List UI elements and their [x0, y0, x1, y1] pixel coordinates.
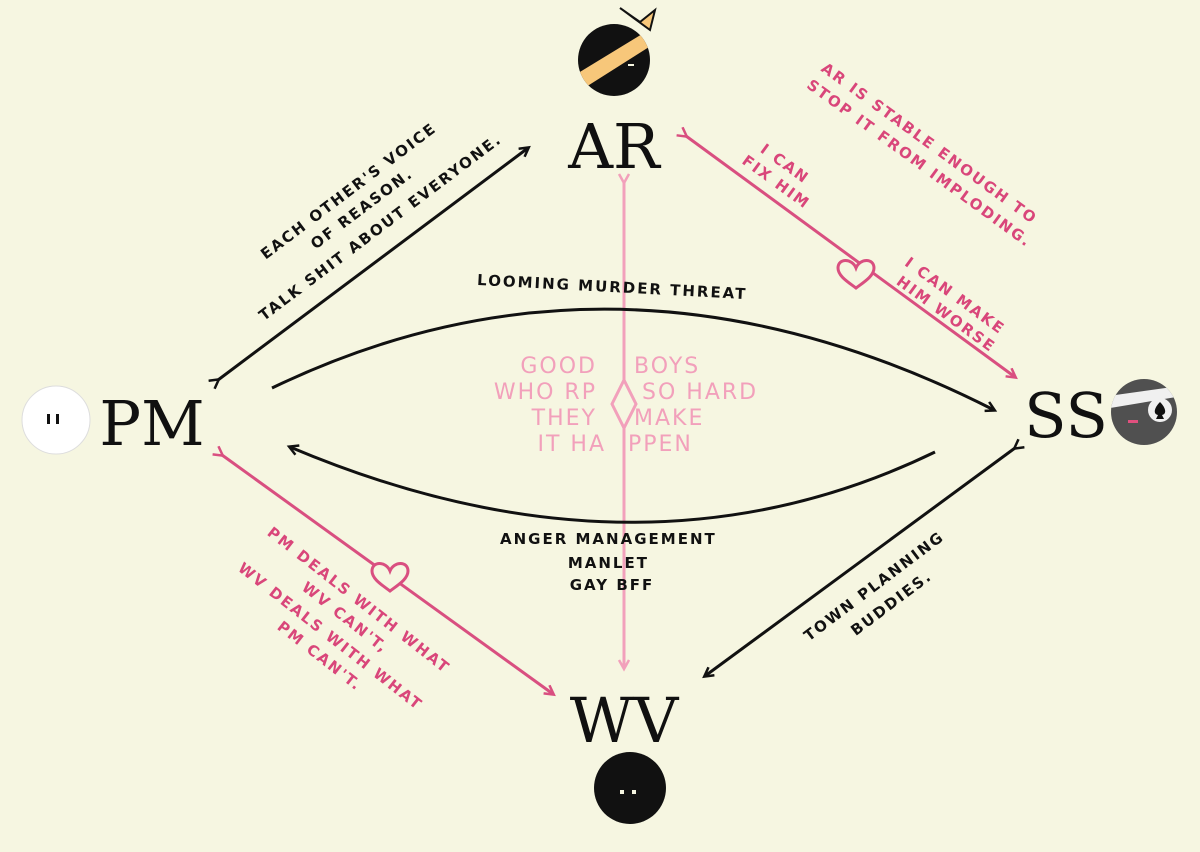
center-note-right: BOYS SO HARD MAKE PPEN: [628, 354, 767, 457]
edge-ss-wv: [705, 448, 1015, 676]
edge-pm-wv-note: PM DEALS WITH WHAT WV CAN'T, WV DEALS WI…: [221, 523, 460, 736]
node-ss: SS: [1024, 379, 1177, 452]
center-note-left: GOOD WHO RP THEY IT HA: [494, 354, 606, 457]
node-ar-label: AR: [567, 110, 662, 183]
node-ar: AR: [567, 7, 662, 183]
node-wv: WV: [570, 684, 680, 824]
node-pm: PM: [21, 385, 205, 460]
edge-pm-ar: [218, 148, 528, 380]
node-wv-label: WV: [570, 684, 680, 757]
pm-avatar-icon: [21, 385, 91, 455]
edge-ar-ss: [686, 136, 1015, 377]
ss-avatar-icon: [1111, 379, 1177, 445]
edge-ar-ss-note: AR IS STABLE ENOUGH TO STOP IT FROM IMPL…: [803, 58, 1048, 251]
ar-avatar-icon: [578, 7, 657, 96]
edge-pm-ss-bottom-note: ANGER MANAGEMENT MANLET GAY BFF: [500, 530, 724, 594]
node-ss-label: SS: [1024, 379, 1108, 452]
edge-ar-ss-right-note: I CAN MAKE HIM WORSE: [890, 253, 1015, 358]
wv-avatar-icon: [594, 752, 666, 824]
edge-pm-ss-top: [271, 307, 994, 410]
node-pm-label: PM: [99, 387, 204, 460]
edge-pm-ss-top-note: LOOMING MURDER THREAT: [477, 271, 748, 303]
heart-icon: [836, 259, 876, 290]
edge-pm-ar-note: EACH OTHER'S VOICE OF REASON. TALK SHIT …: [227, 92, 506, 325]
diamond-icon: [610, 376, 638, 432]
edge-ar-ss-left-note: I CAN FIX HIM: [739, 135, 826, 213]
edge-ss-pm-bottom: [290, 447, 936, 524]
heart-icon: [370, 562, 410, 593]
